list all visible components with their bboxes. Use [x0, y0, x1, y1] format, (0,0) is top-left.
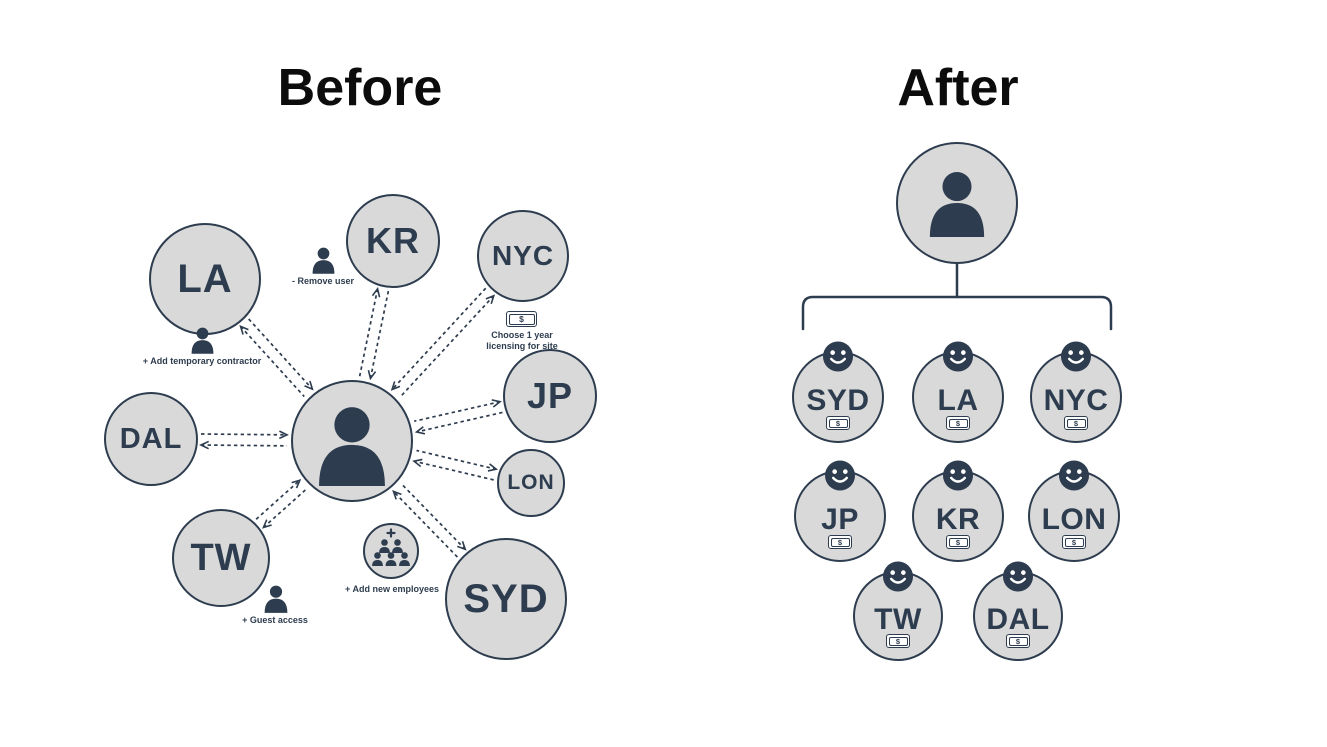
node-label: DAL — [986, 603, 1050, 636]
dollar-bill-icon: $ — [1006, 634, 1030, 648]
smiley-icon — [943, 341, 974, 372]
node-label: TW — [874, 603, 922, 636]
before-node-tw: TW — [172, 509, 270, 607]
after-node-la: LA $ — [912, 351, 1004, 443]
dollar-bill-icon: $ — [1064, 416, 1088, 430]
node-label: LON — [1041, 503, 1107, 536]
after-title: After — [897, 59, 1019, 117]
before-node-dal: DAL — [104, 392, 198, 486]
note-add-contractor: + Add temporary contractor — [142, 356, 262, 366]
node-label: SYD — [806, 384, 870, 417]
node-label: LA — [177, 256, 233, 301]
node-label: JP — [526, 375, 574, 416]
person-icon — [190, 327, 215, 354]
node-label: TW — [190, 536, 252, 579]
note-guest-access: + Guest access — [242, 615, 308, 625]
person-icon — [263, 585, 289, 613]
before-node-nyc: NYC — [477, 210, 569, 302]
person-icon — [926, 168, 988, 240]
dollar-bill-icon: $ — [828, 535, 852, 549]
after-node-lon: LON $ — [1028, 470, 1120, 562]
after-node-tw: TW $ — [853, 571, 943, 661]
smiley-icon — [1059, 460, 1090, 491]
dollar-bill-icon: $ — [946, 416, 970, 430]
node-label: NYC — [491, 240, 555, 271]
after-node-dal: DAL $ — [973, 571, 1063, 661]
after-node-nyc: NYC $ — [1030, 351, 1122, 443]
smiley-icon — [1061, 341, 1092, 372]
node-label: LA — [937, 384, 979, 417]
dollar-bill-icon: $ — [886, 634, 910, 648]
dollar-bill-icon: $ — [946, 535, 970, 549]
dollar-bill-icon: $ — [506, 311, 537, 327]
note-licensing: Choose 1 year licensing for site — [486, 330, 558, 351]
smiley-icon — [1003, 561, 1034, 592]
before-node-lon: LON — [497, 449, 565, 517]
note-remove-user: - Remove user — [291, 276, 355, 286]
after-root-admin — [896, 142, 1018, 264]
smiley-icon — [883, 561, 914, 592]
before-title: Before — [277, 59, 443, 117]
person-icon — [311, 247, 336, 274]
dollar-bill-icon: $ — [1062, 535, 1086, 549]
before-node-kr: KR — [346, 194, 440, 288]
node-label: JP — [821, 503, 859, 536]
node-label: KR — [935, 503, 981, 536]
after-node-syd: SYD $ — [792, 351, 884, 443]
node-label: LON — [507, 471, 555, 494]
dollar-bill-icon: $ — [826, 416, 850, 430]
org-bracket — [801, 262, 1113, 331]
node-label: KR — [366, 220, 420, 261]
smiley-icon — [825, 460, 856, 491]
before-node-syd: SYD — [445, 538, 567, 660]
node-label: SYD — [463, 576, 549, 621]
before-node-la: LA — [149, 223, 261, 335]
person-icon — [314, 406, 390, 486]
dollar-symbol: $ — [519, 314, 524, 324]
add-employees-glyph — [372, 528, 410, 566]
before-node-jp: JP — [503, 349, 597, 443]
smiley-icon — [943, 460, 974, 491]
after-node-kr: KR $ — [912, 470, 1004, 562]
group-icon — [363, 523, 419, 579]
node-label: NYC — [1043, 384, 1109, 417]
plus-icon — [386, 528, 396, 538]
node-label: DAL — [119, 422, 183, 455]
note-add-employees: + Add new employees — [345, 584, 439, 594]
after-node-jp: JP $ — [794, 470, 886, 562]
smiley-icon — [823, 341, 854, 372]
